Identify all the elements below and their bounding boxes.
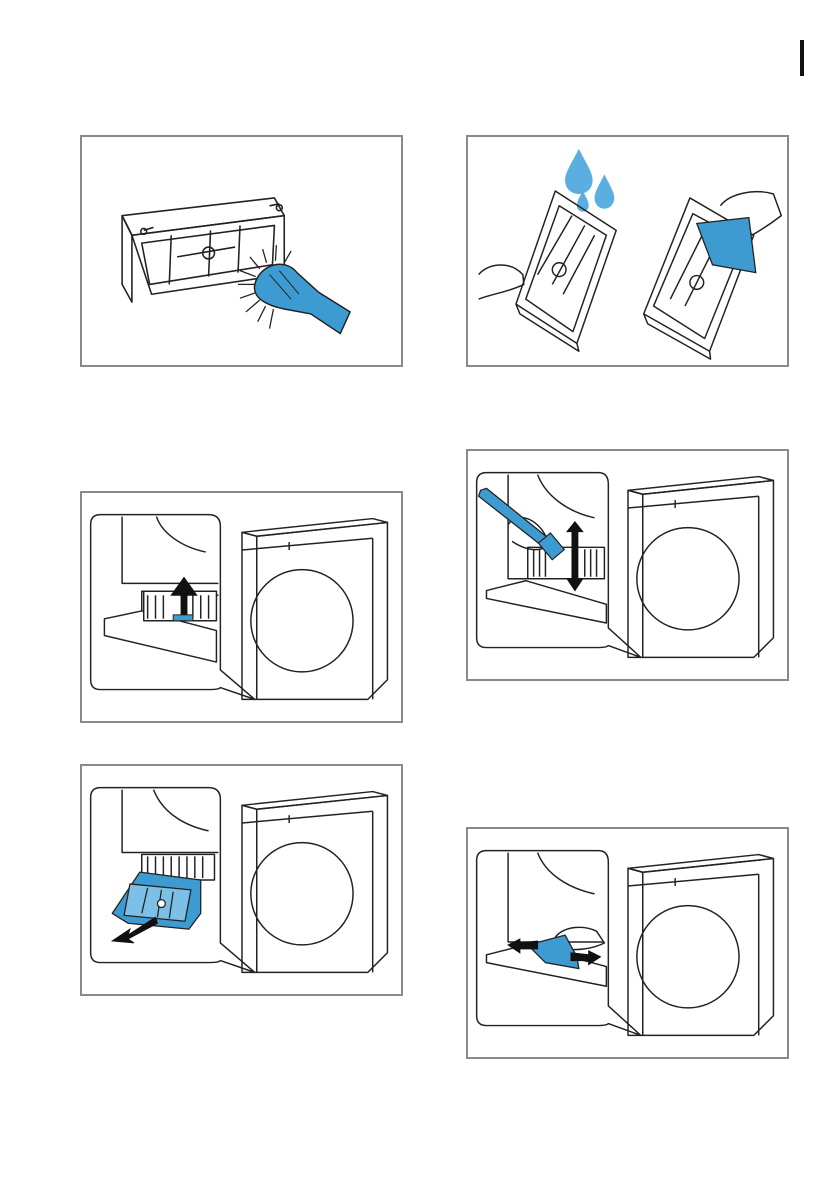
figure-brush-filter-slot [466,449,789,681]
figure-clean-frame-brush [80,135,403,367]
figure-wipe-slot [466,827,789,1059]
illustration-brush-frame [82,137,401,365]
illustration-brush-slot [468,451,787,679]
illustration-wipe-slot [468,829,787,1057]
page-margin-mark [800,40,804,76]
figure-rinse-filter [466,135,789,367]
figure-pull-filter-out [80,764,403,996]
illustration-pull-filter [82,766,401,994]
figure-lift-filter [80,491,403,723]
illustration-rinse-filter [468,137,787,365]
illustration-lift-filter [82,493,401,721]
